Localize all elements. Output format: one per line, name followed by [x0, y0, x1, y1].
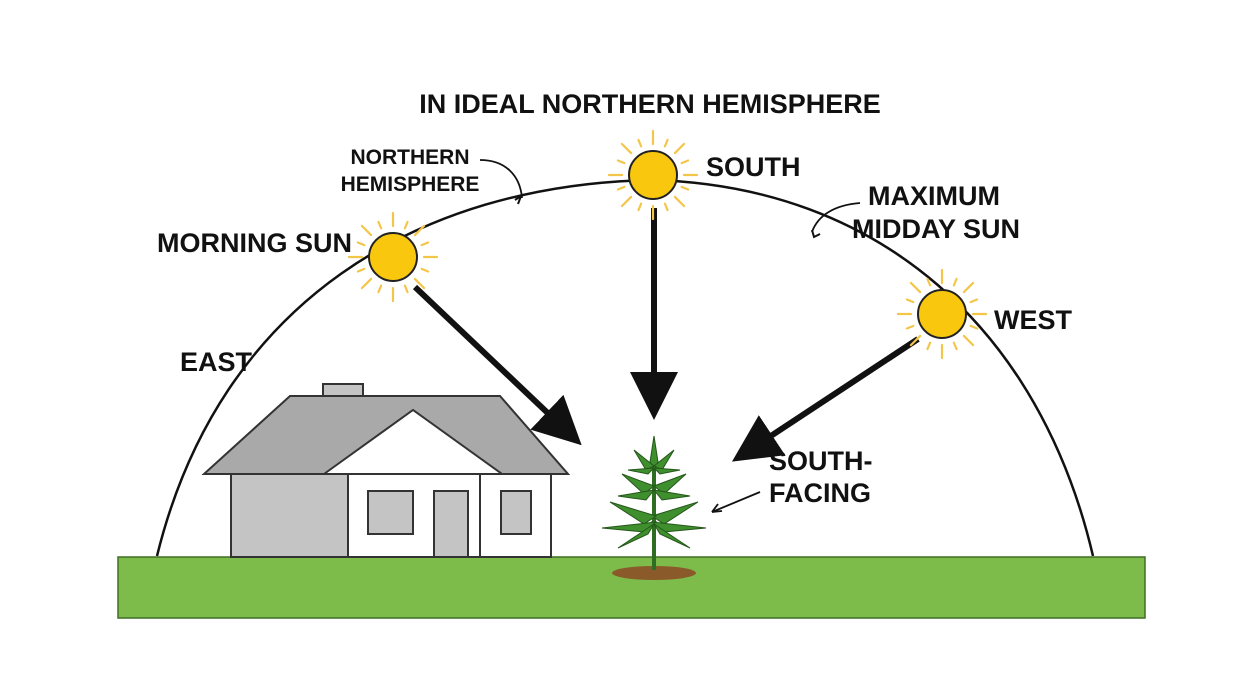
northern-hemisphere-label-line2: HEMISPHERE	[341, 173, 480, 196]
sun-ray	[356, 241, 366, 247]
sun-ray	[637, 138, 643, 148]
sun-ray	[663, 138, 669, 148]
sun-icon	[347, 211, 439, 303]
sun-ray	[616, 159, 626, 165]
sun-ray	[969, 324, 979, 330]
sun-ray	[909, 281, 922, 294]
sun-ray	[620, 142, 633, 155]
south-facing-label-line1: SOUTH-	[769, 446, 873, 476]
sun-ray	[403, 284, 409, 294]
morning-sun-label: MORNING SUN	[157, 228, 352, 258]
south-facing-label-line2: FACING	[769, 478, 871, 508]
midday-sun-pointer	[811, 202, 861, 233]
cannabis-plant-icon	[601, 435, 707, 580]
sun-ray	[377, 284, 383, 294]
south-facing-pointer-head	[711, 503, 723, 513]
sun-ray	[905, 324, 915, 330]
sun-ray	[926, 341, 932, 351]
sun-disc	[628, 150, 678, 200]
arc-direction-mark	[811, 229, 821, 239]
sun-ray	[637, 202, 643, 212]
house-icon	[201, 383, 571, 558]
west-sun-ray-arrow	[731, 336, 920, 462]
sun-ray	[420, 241, 430, 247]
sun-ray	[356, 267, 366, 273]
sun-ray	[360, 224, 373, 237]
sun-ray	[952, 277, 958, 287]
sun-ray	[926, 277, 932, 287]
ground	[117, 556, 1146, 619]
sun-ray	[680, 185, 690, 191]
sun-ray	[413, 277, 426, 290]
east-label: EAST	[180, 347, 253, 377]
morning-sun-ray-arrow	[412, 284, 582, 446]
sun-ray	[969, 298, 979, 304]
sun-ray	[680, 159, 690, 165]
sun-ray	[403, 220, 409, 230]
sun-ray	[905, 298, 915, 304]
sun-ray	[360, 277, 373, 290]
sun-icon	[896, 268, 988, 360]
sun-ray	[962, 334, 975, 347]
sun-ray	[620, 195, 633, 208]
sun-ray	[909, 334, 922, 347]
sun-ray	[962, 281, 975, 294]
sun-ray	[377, 220, 383, 230]
sun-disc	[368, 232, 418, 282]
sun-ray	[673, 195, 686, 208]
sun-ray	[952, 341, 958, 351]
sun-ray	[663, 202, 669, 212]
sun-ray	[616, 185, 626, 191]
northern-hemisphere-pointer	[479, 159, 523, 199]
sun-icon	[607, 129, 699, 221]
south-facing-pointer	[711, 491, 761, 513]
sun-ray	[420, 267, 430, 273]
south-label: SOUTH	[706, 152, 801, 182]
sun-ray	[673, 142, 686, 155]
sun-ray	[413, 224, 426, 237]
maximum-midday-sun-label-line1: MAXIMUM	[868, 181, 1000, 211]
maximum-midday-sun-label-line2: MIDDAY SUN	[852, 214, 1020, 244]
diagram-title: IN IDEAL NORTHERN HEMISPHERE	[419, 89, 881, 119]
west-label: WEST	[994, 305, 1073, 335]
sun-disc	[917, 289, 967, 339]
northern-hemisphere-label-line1: NORTHERN	[351, 146, 470, 169]
